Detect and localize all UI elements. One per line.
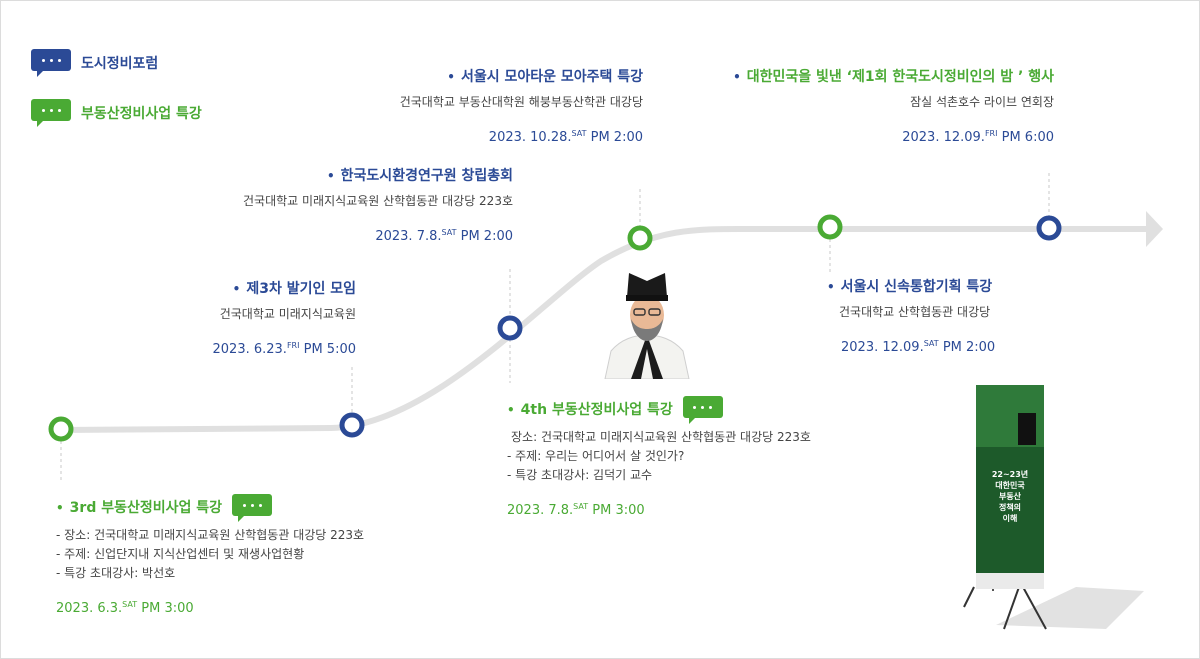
- node-shinsok-lecture[interactable]: [817, 214, 843, 240]
- chat-bubble-icon: [682, 396, 723, 424]
- event-date: 2023. 6.3.SAT PM 3:00: [56, 600, 194, 616]
- legend-label: 도시정비포럼: [81, 56, 159, 72]
- legend-lecture: 부동산정비사업 특강: [31, 99, 202, 127]
- event-4th-lecture: •4th 부동산정비사업 특강 장소: 건국대학교 미래지식교육원 산학협동관 …: [507, 396, 811, 520]
- event-founding-assembly: •한국도시환경연구원 창립총회 건국대학교 미래지식교육원 산학협동관 대강당 …: [242, 168, 513, 244]
- event-place: 건국대학교 미래지식교육원 산학협동관 대강당 223호: [242, 194, 513, 208]
- legend-forum: 도시정비포럼: [31, 49, 158, 77]
- event-date: 2023. 7.8.SAT PM 3:00: [507, 502, 645, 518]
- chat-bubble-icon: [31, 99, 71, 127]
- event-date: 2023. 6.23.FRI PM 5:00: [212, 341, 357, 357]
- event-details: - 장소: 건국대학교 미래지식교육원 산학협동관 대강당 223호 - 주제:…: [56, 528, 365, 580]
- event-title: 3rd 부동산정비사업 특강: [69, 500, 223, 516]
- event-place: 잠실 석촌호수 라이브 연회장: [910, 95, 1054, 109]
- lecturer-portrait: [604, 273, 690, 379]
- event-night-ceremony: •대한민국을 빛낸 ‘제1회 한국도시정비인의 밤 ’ 행사 잠실 석촌호수 라…: [733, 69, 1054, 145]
- event-details: 장소: 건국대학교 미래지식교육원 산학협동관 대강당 223호 - 주제: 우…: [507, 430, 811, 482]
- timeline-arrow-icon: [1146, 211, 1163, 247]
- event-date: 2023. 10.28.SAT PM 2:00: [488, 129, 643, 145]
- node-3rd-lecture[interactable]: [48, 416, 74, 442]
- node-3rd-founders-meeting[interactable]: [339, 412, 365, 438]
- event-title: 4th 부동산정비사업 특강: [520, 402, 673, 418]
- event-title: 한국도시환경연구원 창립총회: [340, 168, 513, 184]
- event-title: 서울시 모아타운 모아주택 특강: [460, 69, 643, 85]
- event-shinsok-lecture: •서울시 신속통합기획 특강 건국대학교 산학협동관 대강당 2023. 12.…: [827, 279, 996, 355]
- event-title: 서울시 신속통합기획 특강: [840, 279, 993, 295]
- event-3rd-founders-meeting: •제3차 발기인 모임 건국대학교 미래지식교육원 2023. 6.23.FRI…: [212, 281, 357, 357]
- node-4th-lecture[interactable]: [627, 225, 653, 251]
- event-place: 건국대학교 부동산대학원 해붕부동산학관 대강당: [399, 95, 643, 109]
- chat-bubble-icon: [232, 494, 273, 522]
- event-title: 제3차 발기인 모임: [246, 281, 356, 297]
- event-place: 건국대학교 미래지식교육원: [219, 307, 356, 321]
- event-title: 대한민국을 빛낸 ‘제1회 한국도시정비인의 밤 ’ 행사: [746, 69, 1054, 85]
- chat-bubble-icon: [31, 49, 71, 77]
- event-date: 2023. 12.09.SAT PM 2:00: [841, 339, 996, 355]
- event-date: 2023. 7.8.SAT PM 2:00: [375, 228, 513, 244]
- node-night-event[interactable]: [1036, 215, 1062, 241]
- node-founding-assembly[interactable]: [497, 315, 523, 341]
- event-date: 2023. 12.09.FRI PM 6:00: [902, 129, 1054, 145]
- event-3rd-lecture: •3rd 부동산정비사업 특강 - 장소: 건국대학교 미래지식교육원 산학협동…: [56, 494, 364, 618]
- legend-label: 부동산정비사업 특강: [81, 106, 202, 122]
- event-place: 건국대학교 산학협동관 대강당: [839, 305, 991, 319]
- event-moatown-lecture: •서울시 모아타운 모아주택 특강 건국대학교 부동산대학원 해붕부동산학관 대…: [399, 69, 643, 145]
